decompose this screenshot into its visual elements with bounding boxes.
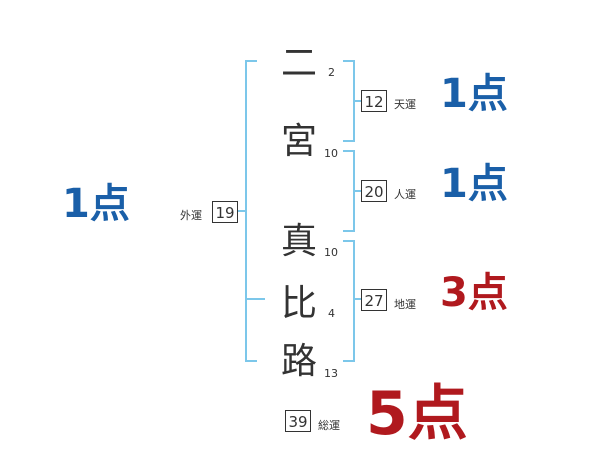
person-fortune-score: 1点 <box>440 161 508 207</box>
total-fortune-label: 総運 <box>318 419 340 432</box>
outer-fortune-score: 1点 <box>62 181 130 227</box>
outer-fortune-label: 外運 <box>180 209 202 222</box>
name-char-2: 宮 <box>281 121 318 162</box>
name-char-1: 二 <box>281 43 318 84</box>
stroke-count-2: 10 <box>324 147 338 160</box>
heaven-fortune-value: 12 <box>361 90 387 112</box>
outer-fortune-inner-tick <box>247 298 265 300</box>
outer-fortune-bracket <box>245 60 257 362</box>
earth-fortune-connector <box>355 298 361 300</box>
stroke-count-5: 13 <box>324 367 338 380</box>
name-char-4: 比 <box>281 283 318 324</box>
stroke-count-3: 10 <box>324 246 338 259</box>
name-char-3: 真 <box>281 221 318 262</box>
heaven-fortune-label: 天運 <box>394 98 416 111</box>
stroke-count-4: 4 <box>328 307 335 320</box>
stroke-count-1: 2 <box>328 66 335 79</box>
total-fortune-score: 5点 <box>366 379 468 449</box>
outer-fortune-connector <box>233 210 245 212</box>
person-fortune-label: 人運 <box>394 188 416 201</box>
earth-fortune-score: 3点 <box>440 270 508 316</box>
heaven-fortune-bracket <box>343 60 355 142</box>
earth-fortune-bracket <box>343 240 355 362</box>
name-char-5: 路 <box>281 341 318 382</box>
earth-fortune-label: 地運 <box>394 298 416 311</box>
person-fortune-value: 20 <box>361 180 387 202</box>
heaven-fortune-score: 1点 <box>440 71 508 117</box>
total-fortune-value: 39 <box>285 410 311 432</box>
outer-fortune-value: 19 <box>212 201 238 223</box>
earth-fortune-value: 27 <box>361 289 387 311</box>
person-fortune-connector <box>355 190 361 192</box>
heaven-fortune-connector <box>355 100 361 102</box>
person-fortune-bracket <box>343 150 355 232</box>
